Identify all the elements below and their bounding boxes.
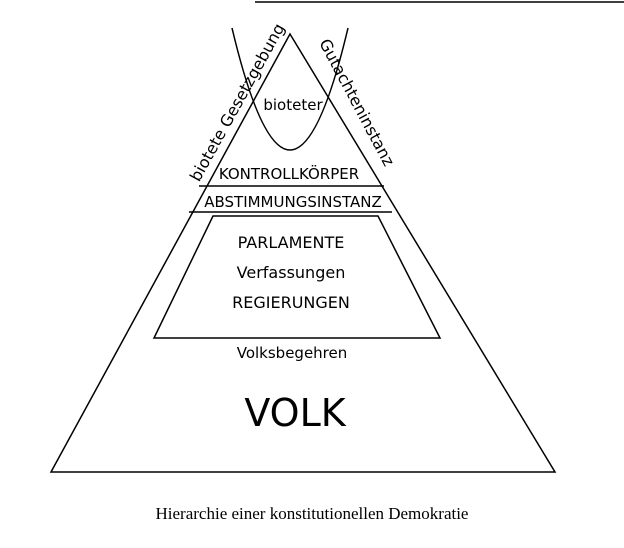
side-label-right: Gutachteninstanz <box>315 36 398 170</box>
label-volk: VOLK <box>244 391 346 435</box>
label-volksbegehren: Volksbegehren <box>237 344 348 362</box>
inner-line-verfassungen: Verfassungen <box>237 263 346 282</box>
inner-line-regierungen: REGIERUNGEN <box>232 293 350 312</box>
apex-label: bioteter <box>263 96 323 114</box>
level-abstimmungsinstanz: ABSTIMMUNGSINSTANZ <box>204 193 382 211</box>
apex-parabola <box>231 27 349 151</box>
inner-trapezoid <box>152 215 442 339</box>
figure-caption: Hierarchie einer konstitutionellen Demok… <box>155 504 469 523</box>
outer-triangle <box>49 32 557 473</box>
inner-line-parlamente: PARLAMENTE <box>238 233 345 252</box>
level-kontrollkoerper: KONTROLLKÖRPER <box>219 164 359 183</box>
